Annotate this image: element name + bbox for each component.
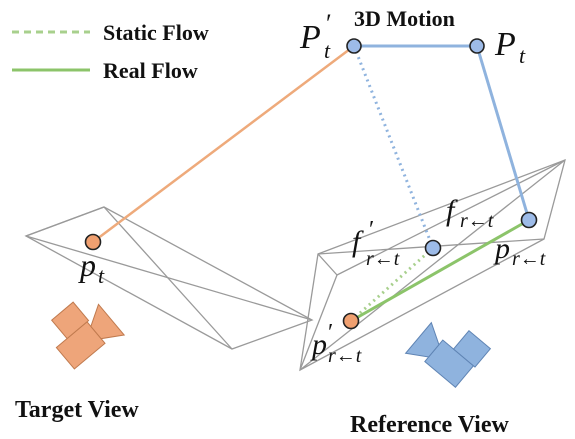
static-flow-line [350, 246, 434, 323]
point-f-prime [424, 239, 442, 257]
target-ray [92, 45, 355, 243]
real-flow-line [350, 218, 530, 323]
svg-text:p: p [493, 232, 510, 265]
svg-text:f: f [352, 225, 364, 258]
svg-text:t: t [324, 38, 331, 63]
svg-text:p: p [78, 247, 96, 283]
svg-text:P: P [299, 19, 321, 56]
point-p-prime-r-t [342, 312, 360, 330]
legend-real-flow-label: Real Flow [103, 58, 198, 83]
label-p-t: p t [78, 247, 105, 288]
svg-text:p: p [310, 328, 327, 361]
svg-text:P: P [494, 26, 516, 63]
video-camera-icon [404, 321, 492, 388]
label-p-prime-r-t: p ′ r←t [310, 320, 362, 367]
svg-text:′: ′ [326, 9, 332, 38]
svg-text:r←t: r←t [512, 248, 546, 270]
reference-view-caption: Reference View [350, 412, 509, 438]
svg-text:t: t [98, 263, 105, 288]
video-camera-icon [50, 301, 126, 370]
point-p-r-t [520, 211, 538, 229]
svg-text:′: ′ [369, 217, 374, 243]
reference-ray-solid [475, 45, 531, 221]
legend: Static Flow Real Flow [12, 20, 209, 83]
legend-static-flow-label: Static Flow [103, 20, 209, 45]
label-P-t-prime: P ′ t [299, 9, 332, 63]
motion-label: 3D Motion [354, 6, 455, 31]
target-view-caption: Target View [15, 397, 139, 423]
point-P-t [469, 38, 485, 54]
target-frustum [24, 206, 314, 350]
label-P-t: P t [494, 26, 526, 68]
svg-text:r←t: r←t [328, 345, 362, 367]
point-p-t [84, 233, 102, 251]
svg-text:t: t [519, 43, 526, 68]
label-p-r-t: p r←t [493, 232, 546, 270]
point-P-t-prime [346, 38, 362, 54]
svg-text:r←t: r←t [366, 248, 400, 270]
svg-text:′: ′ [328, 320, 333, 346]
svg-text:f: f [446, 194, 458, 227]
reference-ray-dotted [352, 45, 435, 249]
svg-text:r←t: r←t [460, 210, 494, 232]
